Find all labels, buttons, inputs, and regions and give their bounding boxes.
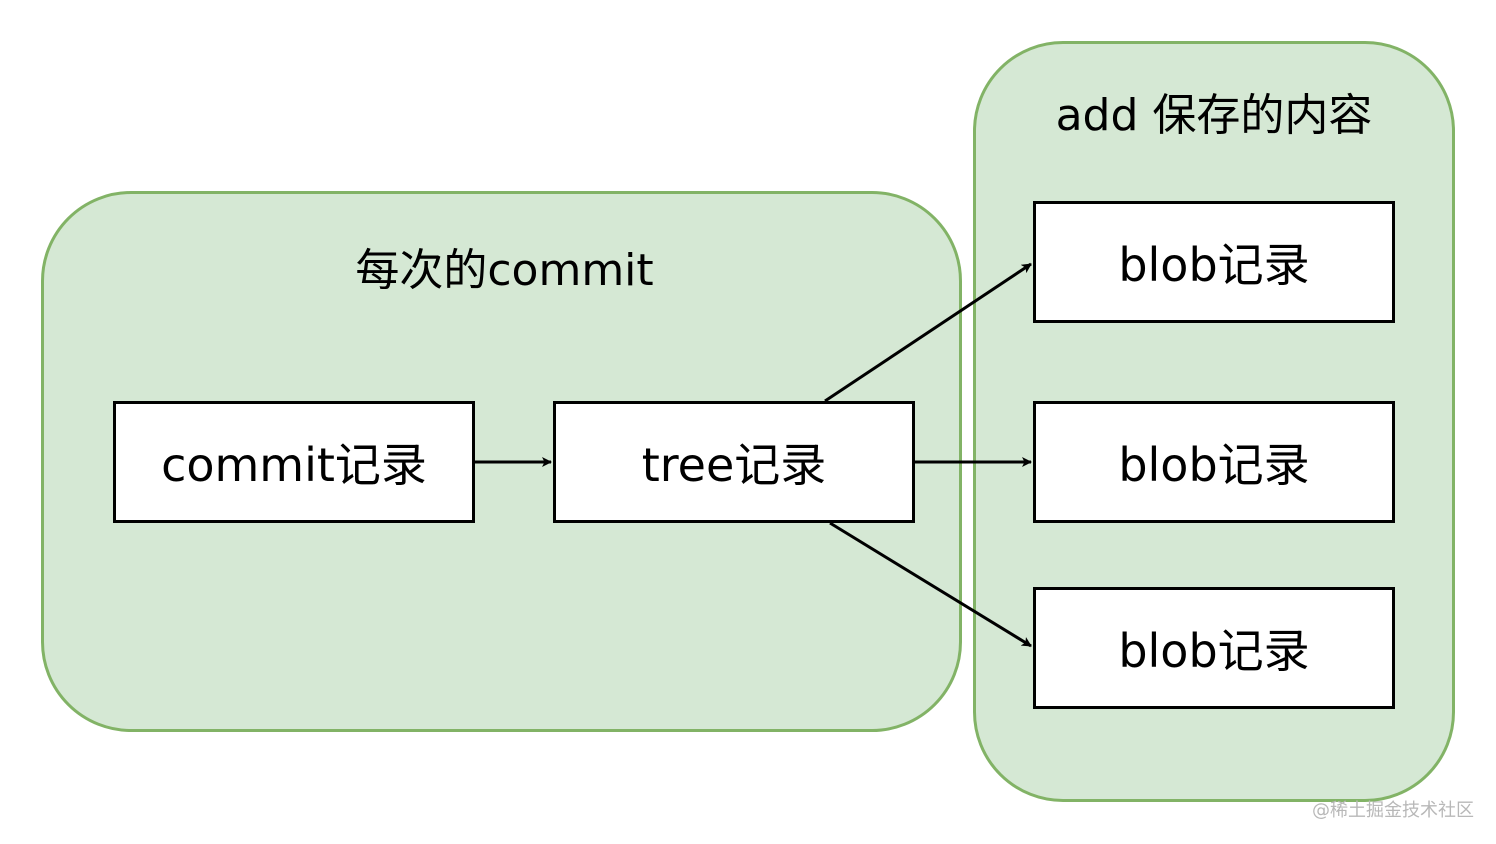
commit-record-node: commit记录: [113, 401, 475, 523]
add-content-group-title: add 保存的内容: [1055, 90, 1373, 141]
blob-record-label-1: blob记录: [1118, 238, 1310, 292]
watermark-text: @稀土掘金技术社区: [1312, 800, 1474, 821]
blob-record-label-3: blob记录: [1118, 624, 1310, 678]
blob-record-node-1: blob记录: [1033, 201, 1395, 323]
commit-group-title: 每次的commit: [355, 245, 654, 296]
tree-record-label: tree记录: [641, 438, 827, 492]
commit-record-label: commit记录: [161, 438, 427, 492]
blob-record-label-2: blob记录: [1118, 438, 1310, 492]
tree-record-node: tree记录: [553, 401, 915, 523]
blob-record-node-3: blob记录: [1033, 587, 1395, 709]
blob-record-node-2: blob记录: [1033, 401, 1395, 523]
